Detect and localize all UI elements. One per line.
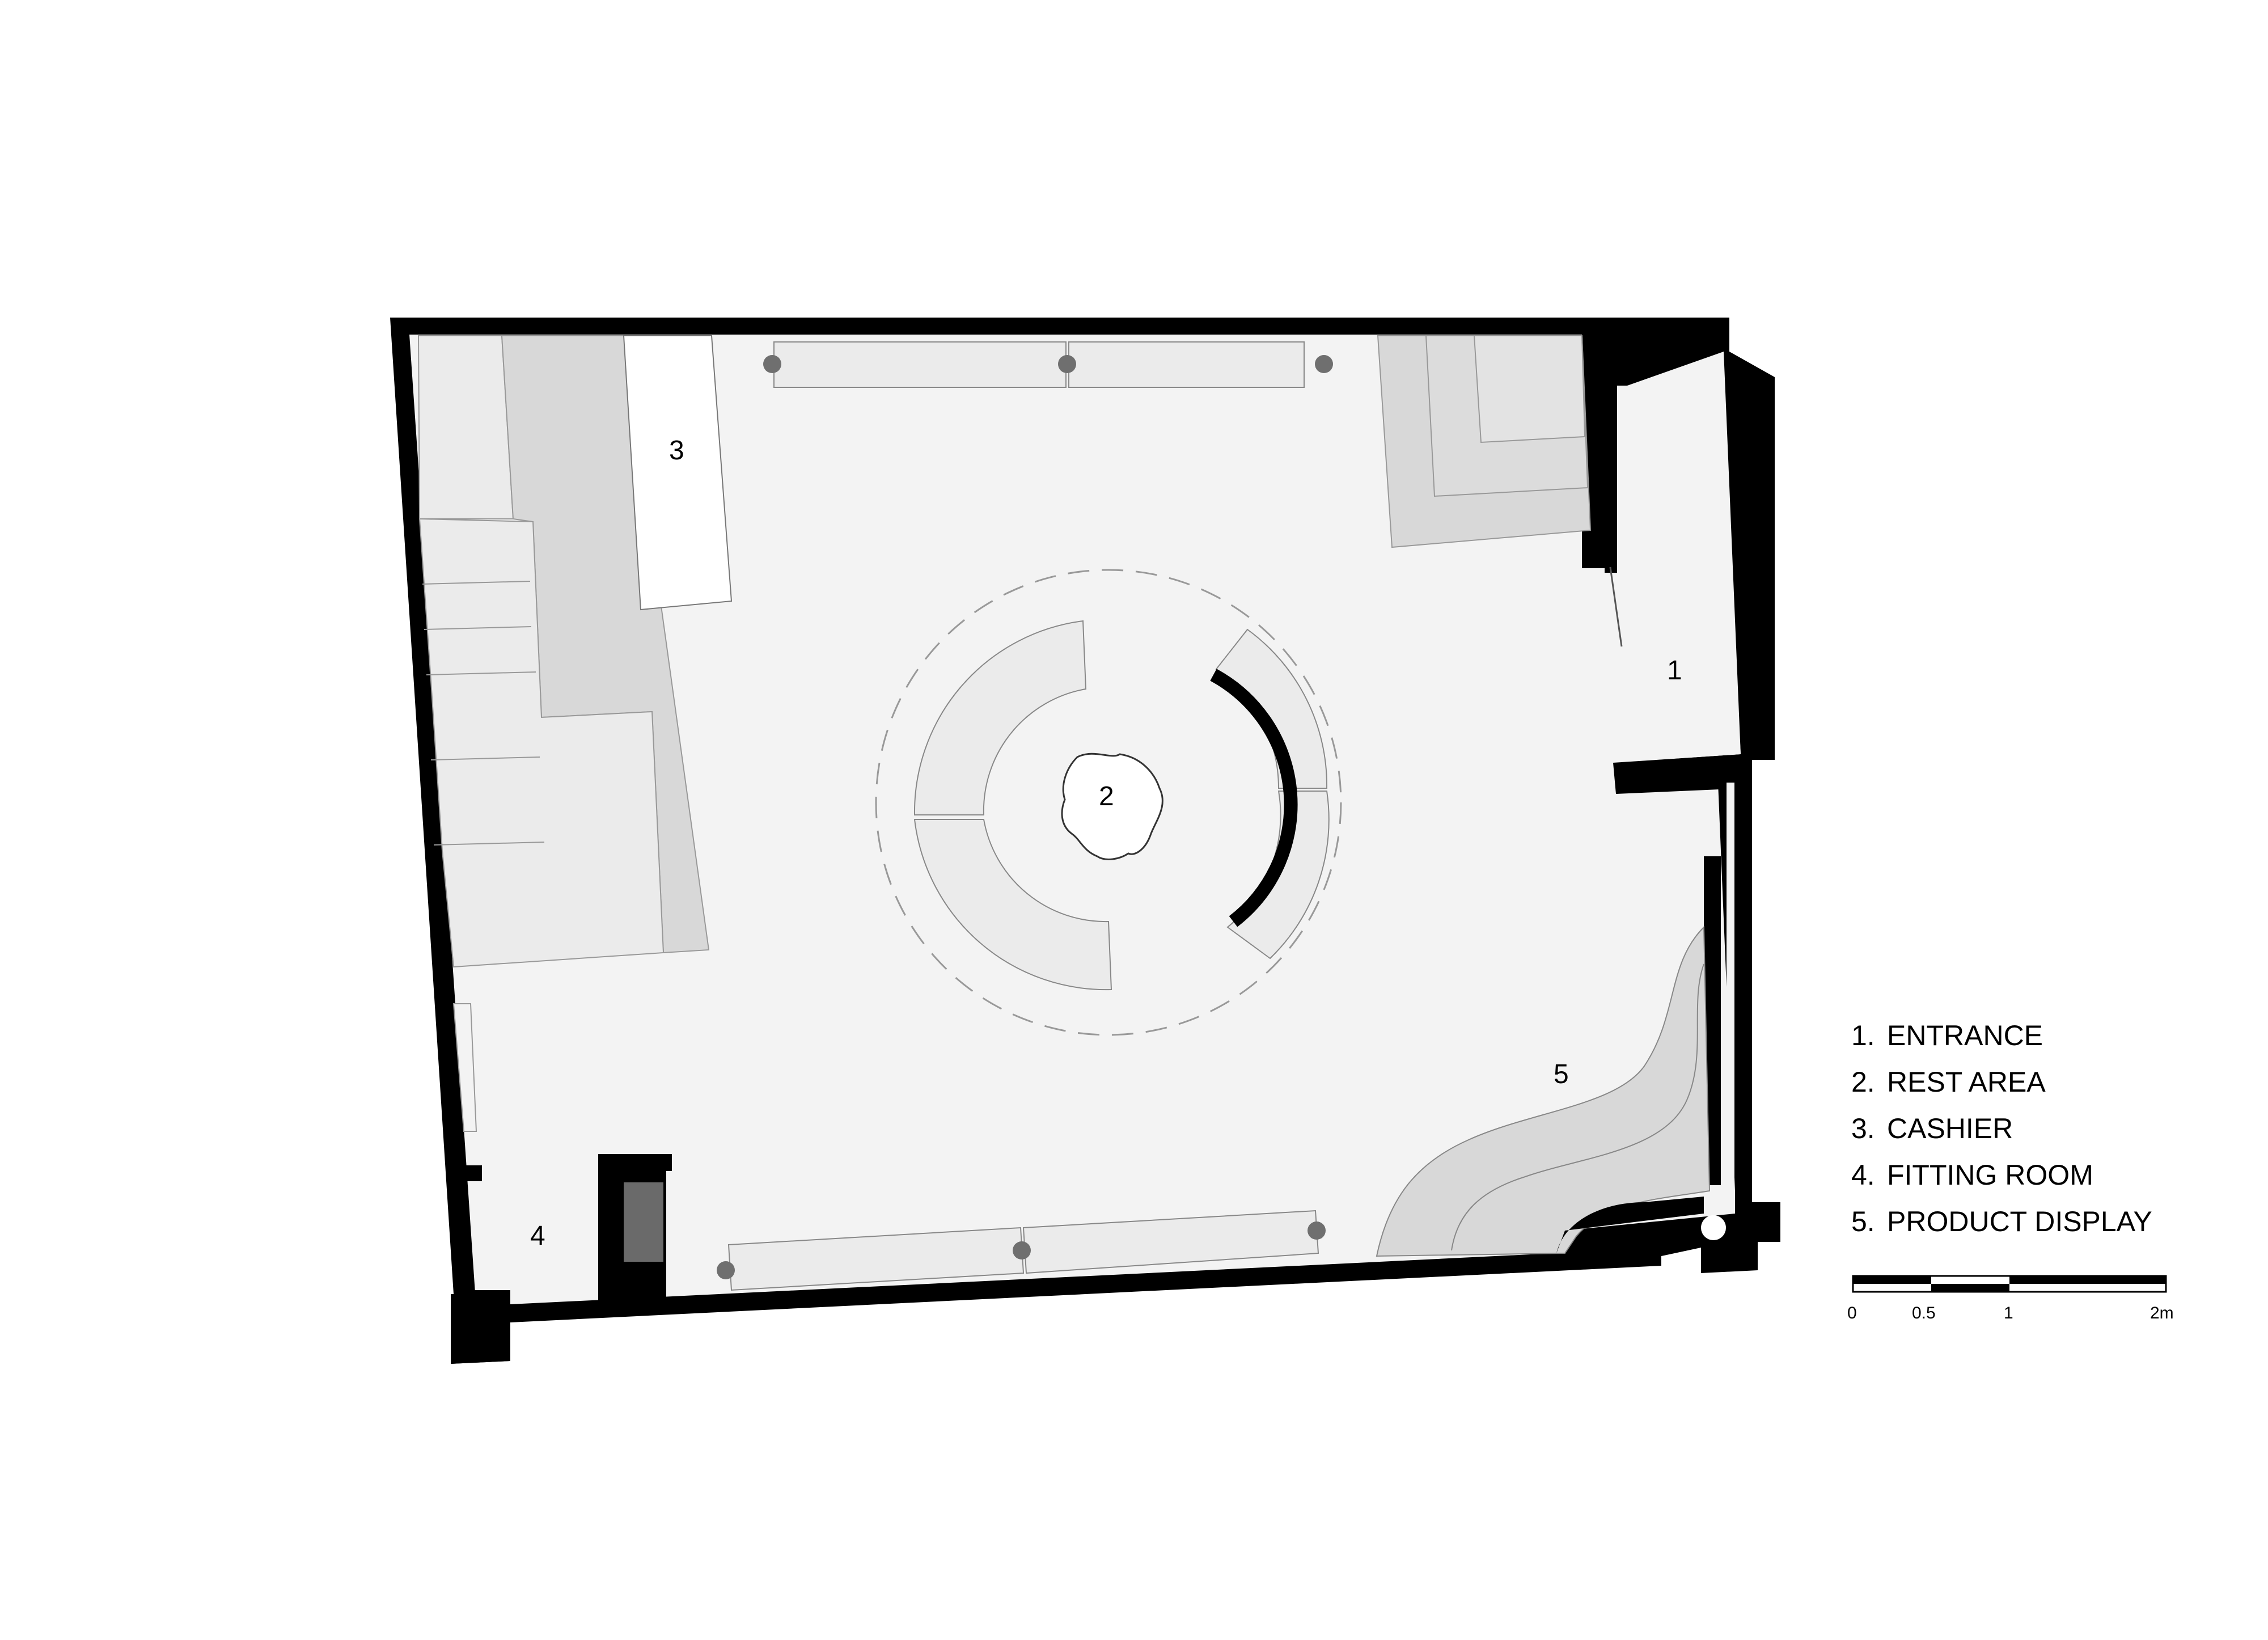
scale-outline (1852, 1275, 2167, 1293)
shelf-left-strip (417, 335, 514, 519)
legend-item-1-text: ENTRANCE (1887, 1020, 2043, 1051)
bench-top-2 (1068, 341, 1305, 388)
legend-item-5-num: 5. (1851, 1206, 1875, 1237)
scale-tick-2m: 2m (2150, 1304, 2174, 1322)
seat-backrest (1210, 669, 1298, 927)
legend-item-4-num: 4. (1851, 1159, 1875, 1191)
shelf-divider-3 (426, 671, 536, 675)
scale-seg-1 (1853, 1276, 1931, 1284)
shelf-left-lower-side (452, 1003, 477, 1132)
stool-top-1 (763, 355, 781, 373)
scale-seg-2 (1931, 1284, 2009, 1292)
rest-area-boundary (875, 569, 1342, 1036)
stool-top-2 (1058, 355, 1076, 373)
legend-item-2-text: REST AREA (1887, 1066, 2046, 1098)
column-circle (1701, 1215, 1726, 1240)
shelf-divider-1 (422, 581, 531, 585)
entrance-wall-inner (1605, 386, 1617, 573)
shelf-divider-4 (430, 756, 540, 760)
product-display-base (1556, 1197, 1704, 1253)
stool-top-3 (1315, 355, 1333, 373)
entrance-sill (1613, 754, 1745, 794)
legend-item-1-num: 1. (1851, 1020, 1875, 1051)
legend-item-2-num: 2. (1851, 1066, 1875, 1098)
legend-item-3-num: 3. (1851, 1113, 1875, 1144)
cashier-counter (623, 335, 733, 611)
legend-item-4-text: FITTING ROOM (1887, 1159, 2093, 1191)
label-rest-area: 2 (1099, 781, 1114, 811)
legend-item-5-text: PRODUCT DISPLAY (1887, 1206, 2152, 1237)
legend-item-3-text: CASHIER (1887, 1113, 2013, 1144)
scale-tick-0: 0 (1847, 1304, 1857, 1322)
fitting-room-mirror (624, 1182, 663, 1262)
legend: 1. ENTRANCE 2. REST AREA 3. CASHIER 4. F… (1851, 1020, 2152, 1237)
display-stepped-inner (1473, 335, 1586, 443)
scale-bar: 0 0.5 1 2m (1847, 1275, 2174, 1322)
label-product-display: 5 (1554, 1059, 1569, 1089)
bench-top-1 (773, 341, 1067, 388)
product-display-outer (1376, 925, 1711, 1257)
right-wall-slot-inner (1727, 783, 1734, 1191)
scale-tick-05: 0.5 (1912, 1304, 1936, 1322)
fitting-room-wall-top (598, 1154, 672, 1171)
label-fitting-room: 4 (530, 1221, 545, 1251)
product-display-inner (1451, 963, 1704, 1251)
entrance-floor (1616, 352, 1741, 763)
seat-ring-left-upper (913, 620, 1087, 815)
seat-ring-left-lower (913, 819, 1112, 991)
scale-seg-3 (2009, 1276, 2166, 1284)
shelf-divider-5 (433, 842, 545, 846)
label-cashier: 3 (669, 436, 684, 466)
stool-bottom-2 (1013, 1241, 1031, 1259)
stool-bottom-1 (717, 1261, 735, 1279)
shelf-left-lower (418, 518, 665, 968)
entrance-door-line (1609, 567, 1623, 647)
fitting-room-left-notch (466, 1165, 482, 1181)
centre-planter (1061, 753, 1163, 860)
shelf-divider-2 (424, 626, 532, 630)
label-entrance: 1 (1667, 656, 1682, 686)
fitting-room-wall-lower (451, 1290, 510, 1364)
scale-tick-1: 1 (2004, 1304, 2013, 1322)
stool-bottom-3 (1308, 1221, 1326, 1240)
